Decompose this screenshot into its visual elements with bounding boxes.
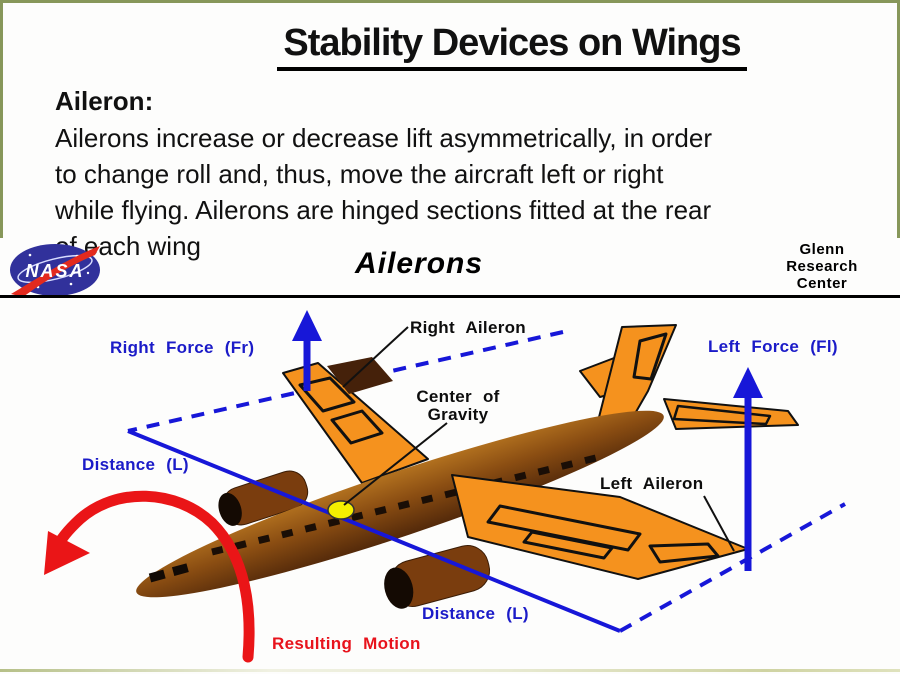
title-wrap: Stability Devices on Wings <box>0 22 900 71</box>
dashed-axis-line-top <box>127 330 564 433</box>
dashed-axis-line-bottom <box>619 502 846 633</box>
slide-border-left <box>0 0 3 238</box>
orbit-ring-icon <box>17 254 93 284</box>
body-heading: Aileron: <box>55 86 154 116</box>
roll-motion-arrow <box>44 490 255 663</box>
slide-border-right <box>897 0 900 238</box>
body-line: Ailerons increase or decrease lift asymm… <box>55 123 712 153</box>
engine <box>218 470 309 526</box>
left-force-arrow <box>733 367 763 571</box>
org-line: Research <box>786 258 858 275</box>
cockpit-windows <box>148 562 192 583</box>
nasa-logo-text: NASA <box>25 261 84 281</box>
label-left-force: Left Force (Fl) <box>708 337 838 356</box>
aileron-figure: NASA Ailerons Glenn Research Center <box>0 237 900 667</box>
page-title: Stability Devices on Wings <box>277 22 747 71</box>
figure-heading: Ailerons <box>355 247 484 280</box>
slide-bottom-strip <box>0 669 900 672</box>
body-line: to change roll and, thus, move the aircr… <box>55 159 664 189</box>
nasa-logo: NASA <box>10 244 100 297</box>
right-force-arrow <box>292 310 322 391</box>
label-left-aileron: Left Aileron <box>600 474 704 493</box>
pointer-line-right-aileron <box>342 326 409 388</box>
distance-axis-line <box>127 429 621 633</box>
org-line: Glenn <box>799 241 845 258</box>
org-line: Center <box>796 275 848 292</box>
label-distance-bottom: Distance (L) <box>422 604 529 623</box>
engine <box>384 545 491 609</box>
label-center-of-gravity: Center of Gravity <box>416 387 500 424</box>
label-distance-left: Distance (L) <box>82 455 189 474</box>
divider-rule <box>0 295 900 298</box>
body-line: while flying. Ailerons are hinged sectio… <box>55 195 712 225</box>
left-aileron-surface <box>648 542 720 564</box>
label-resulting-motion: Resulting Motion <box>272 634 421 653</box>
pointer-line-cg <box>343 422 448 506</box>
slide-border-top <box>0 0 900 3</box>
aileron-diagram <box>44 310 846 663</box>
org-name: Glenn Research Center <box>762 241 882 292</box>
airplane-illustration <box>136 324 799 609</box>
label-right-aileron: Right Aileron <box>410 318 526 337</box>
pointer-line-left-aileron <box>703 495 735 552</box>
label-right-force: Right Force (Fr) <box>110 338 255 357</box>
right-aileron-surface <box>327 357 393 394</box>
cg-marker <box>327 500 355 520</box>
nasa-swoosh-icon <box>11 246 100 297</box>
